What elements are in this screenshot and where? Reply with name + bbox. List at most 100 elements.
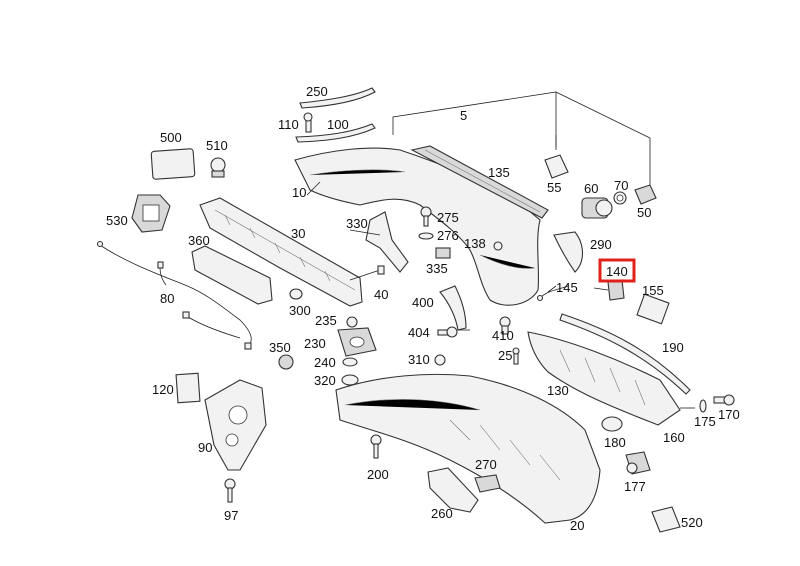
label-410: 410 <box>492 328 514 343</box>
bolt-404[interactable] <box>437 326 458 338</box>
label-180: 180 <box>604 435 626 450</box>
moulding-100[interactable] <box>295 123 376 143</box>
grommet-300[interactable] <box>289 288 303 300</box>
sensor-510[interactable] <box>210 157 226 178</box>
label-80: 80 <box>160 291 174 306</box>
label-100: 100 <box>327 117 349 132</box>
label-350: 350 <box>269 340 291 355</box>
label-140: 140 <box>606 264 628 279</box>
energy-absorber-360[interactable] <box>191 245 273 305</box>
label-310: 310 <box>408 352 430 367</box>
label-290: 290 <box>590 237 612 252</box>
label-190: 190 <box>662 340 684 355</box>
harness-145[interactable] <box>536 285 569 302</box>
connector-177[interactable] <box>625 451 651 475</box>
label-276: 276 <box>437 228 459 243</box>
bracket-90[interactable] <box>204 379 267 471</box>
label-404: 404 <box>408 325 430 340</box>
label-177: 177 <box>624 479 646 494</box>
side-cover-290[interactable] <box>553 231 584 273</box>
label-275: 275 <box>437 210 459 225</box>
label-200: 200 <box>367 467 389 482</box>
part-labels: 5 10 20 25 30 40 50 55 60 70 80 90 97 10… <box>106 84 740 533</box>
diffuser-130[interactable] <box>527 331 681 426</box>
label-135: 135 <box>488 165 510 180</box>
label-250: 250 <box>306 84 328 99</box>
label-155: 155 <box>642 283 664 298</box>
nut-335[interactable] <box>435 247 451 259</box>
label-175: 175 <box>694 414 716 429</box>
label-110: 110 <box>278 117 299 132</box>
label-240: 240 <box>314 355 336 370</box>
label-335: 335 <box>426 261 448 276</box>
sensor-holder-350[interactable] <box>278 354 294 370</box>
clip-138[interactable] <box>493 241 503 251</box>
label-130: 130 <box>547 383 569 398</box>
label-235: 235 <box>315 313 337 328</box>
label-530: 530 <box>106 213 128 228</box>
washer-276[interactable] <box>418 232 434 240</box>
upper-bumper-cover[interactable] <box>294 147 541 306</box>
clip-200[interactable] <box>370 434 382 459</box>
bracket-530[interactable] <box>131 194 171 233</box>
label-50: 50 <box>637 205 651 220</box>
trim-strip-135[interactable] <box>410 145 549 219</box>
group-bracket-5 <box>392 91 651 185</box>
clip-410[interactable] <box>499 316 511 335</box>
label-330: 330 <box>346 216 368 231</box>
label-360: 360 <box>188 233 210 248</box>
label-400: 400 <box>412 295 434 310</box>
nut-240[interactable] <box>342 357 358 367</box>
screw-97[interactable] <box>224 478 236 503</box>
reflector-strip-190[interactable] <box>559 313 691 395</box>
sensor-50[interactable] <box>634 184 657 205</box>
cover-120[interactable] <box>175 372 201 404</box>
bracket-260[interactable] <box>427 467 479 513</box>
module-155[interactable] <box>636 293 670 325</box>
label-30: 30 <box>291 226 305 241</box>
leader-lines <box>306 181 695 409</box>
screw-25[interactable] <box>512 347 520 365</box>
label-10: 10 <box>292 185 306 200</box>
holder-235[interactable] <box>346 316 358 328</box>
bolt-40[interactable] <box>349 265 385 281</box>
label-70: 70 <box>614 178 628 193</box>
foam-520[interactable] <box>651 506 681 533</box>
bracket-330[interactable] <box>365 211 409 273</box>
highlighted-part-140[interactable]: 140 <box>598 258 636 283</box>
screw-275[interactable] <box>420 206 432 227</box>
label-55: 55 <box>547 180 561 195</box>
grommet-320[interactable] <box>341 374 359 386</box>
label-138: 138 <box>464 236 486 251</box>
cover-plate-55[interactable] <box>544 154 569 179</box>
moulding-250[interactable] <box>299 87 376 109</box>
crossmember-30[interactable] <box>199 197 363 307</box>
label-270: 270 <box>475 457 497 472</box>
label-60: 60 <box>584 181 598 196</box>
cap-180[interactable] <box>601 416 623 432</box>
highlight-box <box>598 258 636 283</box>
clip-310[interactable] <box>434 354 446 366</box>
label-510: 510 <box>206 138 228 153</box>
bracket-230[interactable] <box>337 327 377 357</box>
holder-400[interactable] <box>439 285 467 331</box>
parking-sensor-60[interactable] <box>581 197 613 219</box>
lower-bumper-cover-20[interactable] <box>335 373 601 524</box>
label-40: 40 <box>374 287 388 302</box>
label-160: 160 <box>663 430 685 445</box>
screw-110[interactable] <box>303 112 313 133</box>
reflector-140[interactable] <box>593 279 625 301</box>
washer-175[interactable] <box>699 399 707 413</box>
label-90: 90 <box>198 440 212 455</box>
screw-170[interactable] <box>713 394 735 406</box>
clip-270[interactable] <box>474 474 501 493</box>
label-260: 260 <box>431 506 453 521</box>
label-145: 145 <box>556 280 578 295</box>
label-97: 97 <box>224 508 238 523</box>
wiring-harness-80[interactable] <box>96 240 252 350</box>
label-230: 230 <box>304 336 326 351</box>
label-5: 5 <box>460 108 467 123</box>
ring-70[interactable] <box>613 191 627 205</box>
module-500[interactable] <box>150 148 196 180</box>
